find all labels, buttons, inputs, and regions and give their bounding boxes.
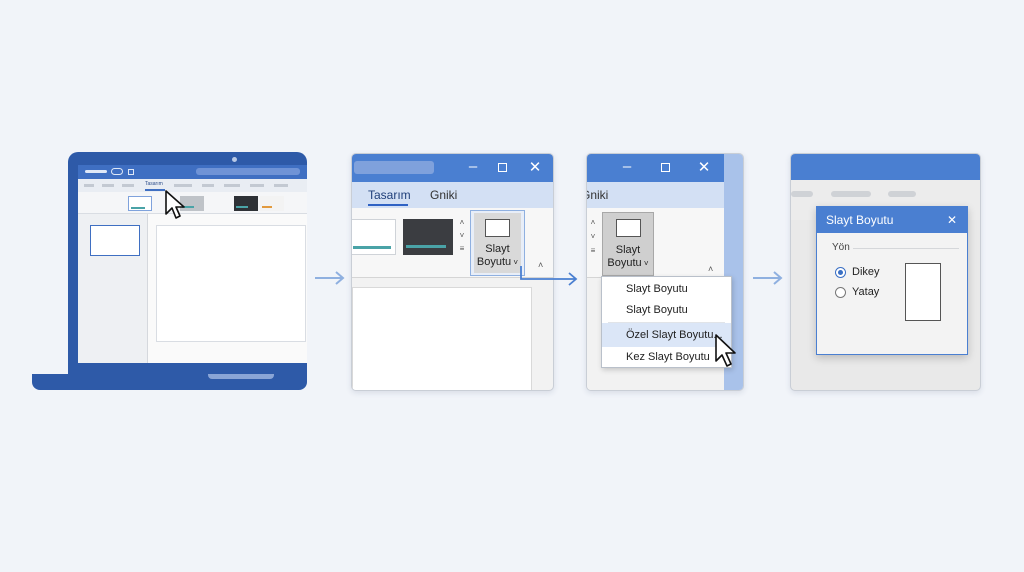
ribbon-tab-tasarim[interactable]: Tasarım bbox=[145, 181, 163, 187]
radio-dikey[interactable]: Dikey bbox=[835, 266, 915, 280]
radio-selected-icon bbox=[835, 267, 846, 278]
slide-size-label-2: Boyutu bbox=[607, 257, 642, 269]
collapse-ribbon-icon[interactable]: ˄ bbox=[708, 264, 714, 274]
cursor-icon bbox=[165, 190, 185, 219]
radio-yatay[interactable]: Yatay bbox=[835, 286, 915, 300]
step3-titlebar: – ✕ bbox=[587, 154, 724, 182]
gallery-scroll[interactable]: ˄˅≡ bbox=[459, 218, 465, 253]
theme-thumb-dark[interactable] bbox=[403, 219, 453, 255]
step4-titlebar bbox=[791, 154, 980, 180]
chevron-down-icon: ˅ bbox=[511, 258, 519, 267]
theme-thumb-4[interactable] bbox=[260, 196, 284, 211]
laptop-camera bbox=[232, 157, 237, 162]
theme-thumb-3[interactable] bbox=[234, 196, 258, 211]
laptop-illustration: Tasarım bbox=[30, 152, 310, 392]
slide-size-icon bbox=[616, 219, 641, 237]
theme-thumb-white[interactable] bbox=[352, 219, 396, 255]
menu-item-ozel-slayt-boyutu[interactable]: Özel Slayt Boyutu... bbox=[602, 323, 731, 347]
slide-size-label-2: Boyutu bbox=[476, 256, 512, 268]
portrait-preview bbox=[905, 263, 941, 321]
slide-size-dialog: Slayt Boyutu ✕ Yön Dikey Yatay bbox=[816, 206, 968, 355]
radio-unselected-icon bbox=[835, 287, 846, 298]
slide-size-dropdown: Slayt Boyutu Slayt Boyutu Özel Slayt Boy… bbox=[601, 276, 732, 368]
maximize-icon[interactable] bbox=[495, 160, 509, 175]
step3-tab-strip: Gniki bbox=[587, 182, 724, 208]
collapse-ribbon-icon[interactable]: ˄ bbox=[538, 260, 544, 270]
minimize-icon[interactable]: – bbox=[468, 158, 478, 175]
step2-titlebar: – ✕ bbox=[352, 154, 553, 182]
close-icon[interactable]: ✕ bbox=[528, 159, 542, 176]
slide-thumbnail[interactable] bbox=[90, 225, 140, 256]
cursor-icon bbox=[715, 334, 736, 367]
maximize-icon[interactable] bbox=[658, 160, 672, 175]
step2-slide-canvas[interactable] bbox=[352, 287, 532, 390]
close-icon[interactable]: ✕ bbox=[947, 213, 958, 227]
tab-gniki[interactable]: Gniki bbox=[430, 188, 458, 202]
app-titlebar bbox=[78, 165, 307, 179]
orientation-group-label: Yön bbox=[832, 242, 850, 253]
gallery-scroll[interactable]: ˄˅≡ bbox=[590, 218, 596, 255]
menu-item-kez-slayt-boyutu[interactable]: Kez Slayt Boyutu bbox=[626, 351, 710, 363]
thumbnail-pane bbox=[78, 214, 148, 363]
menu-item-slayt-boyutu-2[interactable]: Slayt Boyutu bbox=[626, 304, 688, 316]
radio-dikey-label: Dikey bbox=[852, 266, 880, 278]
laptop-screen: Tasarım bbox=[78, 165, 307, 363]
chevron-down-icon: ˅ bbox=[641, 259, 649, 268]
dialog-title: Slayt Boyutu bbox=[826, 213, 894, 227]
slide-size-label-1: Slayt bbox=[615, 244, 641, 256]
connector-arrow-icon bbox=[520, 266, 578, 286]
app-ribbon bbox=[78, 192, 307, 214]
radio-yatay-label: Yatay bbox=[852, 286, 880, 298]
tab-tasarim[interactable]: Tasarım bbox=[368, 188, 411, 202]
tab-active-underline bbox=[368, 204, 408, 206]
tab-gniki-partial[interactable]: Gniki bbox=[587, 188, 609, 202]
theme-thumb-2[interactable] bbox=[180, 196, 204, 211]
arrow-right-icon bbox=[753, 271, 783, 285]
close-icon[interactable]: ✕ bbox=[697, 159, 711, 176]
slide-size-label-1: Slayt bbox=[485, 243, 510, 255]
menu-item-slayt-boyutu-1[interactable]: Slayt Boyutu bbox=[626, 283, 688, 295]
arrow-right-icon bbox=[315, 271, 345, 285]
dialog-titlebar: Slayt Boyutu ✕ bbox=[817, 207, 967, 233]
laptop-notch bbox=[208, 374, 274, 379]
step2-tab-strip: Tasarım Gniki bbox=[352, 182, 553, 208]
theme-thumb-1[interactable] bbox=[128, 196, 152, 211]
slide-size-icon bbox=[485, 219, 510, 237]
app-ribbon-tabs: Tasarım bbox=[78, 179, 307, 192]
slide-canvas[interactable] bbox=[156, 225, 306, 342]
minimize-icon[interactable]: – bbox=[622, 158, 632, 175]
